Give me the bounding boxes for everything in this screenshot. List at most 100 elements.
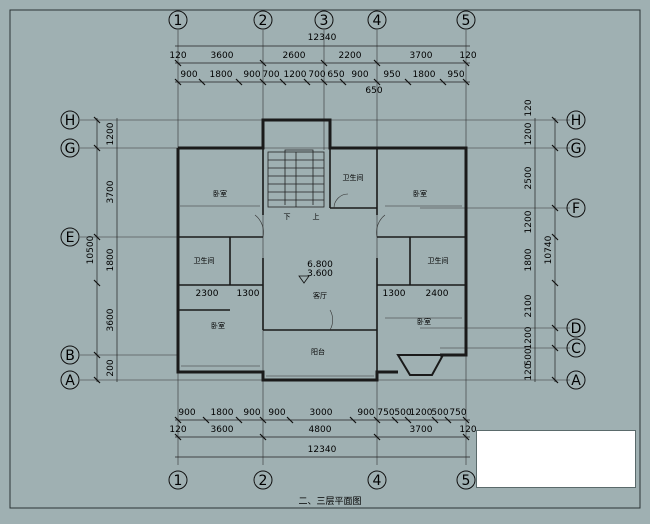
dim-top-detail: 900 (351, 70, 368, 80)
axis-bubble-bottom-circle (168, 470, 188, 490)
dim-top-detail: 1800 (210, 70, 233, 80)
axis-bubble-right: H (571, 113, 582, 129)
axis-bubble-left-circle (60, 110, 80, 130)
drawing-caption: 二、三层平面图 (298, 496, 361, 507)
dim-top-axis: 2600 (283, 51, 306, 61)
axis-bubble-left: B (65, 348, 75, 364)
dim-top-detail: 900 (180, 70, 197, 80)
dim-left-axis: 1800 (106, 248, 116, 271)
door-swing-living (329, 309, 333, 331)
staircase (267, 149, 325, 208)
axis-bubble-right-circle (566, 198, 586, 218)
axis-bubble-bottom: 1 (174, 473, 183, 489)
axis-bubble-bottom: 4 (373, 473, 382, 489)
dim-right-axis: 1200 (524, 122, 534, 145)
room-label: 卫生间 (428, 256, 449, 265)
dim-bottom-detail: 900 (268, 408, 285, 418)
dim-top-small: 650 (365, 86, 382, 96)
door-swing-bath (333, 193, 349, 209)
dim-bottom-axis: 3600 (211, 425, 234, 435)
dim-top-detail: 950 (383, 70, 400, 80)
dim-right-axis: 120 (524, 363, 534, 380)
dim-top-detail: 700 (308, 70, 325, 80)
room-label: 卫生间 (194, 256, 215, 265)
dim-inner: 1300 (237, 289, 260, 299)
room-label: 卧室 (417, 317, 431, 326)
axis-bubble-left-circle (60, 227, 80, 247)
stair-label-down: 下 (284, 213, 291, 221)
dim-right-axis: 2500 (524, 166, 534, 189)
dim-bottom-axis: 120 (169, 425, 186, 435)
axis-bubble-right: G (571, 141, 582, 157)
axis-bubble-bottom: 2 (259, 473, 268, 489)
axis-bubble-bottom-circle (367, 470, 387, 490)
dimension-ticks (93, 59, 559, 441)
dim-bottom-detail: 900 (357, 408, 374, 418)
axis-bubble-right: A (571, 373, 581, 389)
axis-bubble-bottom: 5 (462, 473, 471, 489)
axis-bubble-top-circle (367, 10, 387, 30)
room-label: 卧室 (211, 321, 225, 330)
elevation-text: 3.600 (307, 269, 333, 279)
axis-bubble-right-circle (566, 318, 586, 338)
interior-walls (178, 148, 466, 372)
axis-grid (80, 30, 570, 465)
dim-bottom-detail: 1200 (410, 408, 433, 418)
room-label: 卫生间 (343, 173, 364, 182)
axis-bubble-top: 1 (174, 13, 183, 29)
axis-bubble-right-circle (566, 370, 586, 390)
room-label: 卧室 (413, 189, 427, 198)
dim-inner: 2300 (196, 289, 219, 299)
door-swing-west (254, 214, 264, 238)
dim-left-axis: 3700 (106, 180, 116, 203)
dim-top-axis: 120 (459, 51, 476, 61)
dim-top-axis: 120 (169, 51, 186, 61)
dim-bottom-axis: 3700 (410, 425, 433, 435)
axis-bubble-bottom-circle (253, 470, 273, 490)
exterior-walls (176, 118, 468, 382)
axis-bubble-right: F (572, 201, 580, 217)
dim-top-detail: 900 (243, 70, 260, 80)
dim-right-axis: 1200 (524, 210, 534, 233)
axis-bubble-right-circle (566, 338, 586, 358)
axis-bubble-top-circle (456, 10, 476, 30)
axis-bubble-right-circle (566, 138, 586, 158)
dim-right-axis: 2100 (524, 294, 534, 317)
elevation-marker (298, 275, 310, 284)
axis-bubble-top-circle (253, 10, 273, 30)
axis-bubble-left: A (65, 373, 75, 389)
dim-right-axis: 120 (524, 99, 534, 116)
stair-label-up: 上 (313, 212, 320, 221)
dim-right-axis: 1200 (524, 326, 534, 349)
axis-bubble-left: E (66, 230, 75, 246)
axis-bubble-top-circle (314, 10, 334, 30)
dim-right-axis: 1800 (524, 248, 534, 271)
axis-bubble-left: H (65, 113, 76, 129)
elevation-text: 6.800 (307, 260, 333, 270)
dim-left-axis: 1200 (106, 122, 116, 145)
axis-bubble-right-circle (566, 110, 586, 130)
door-swing-east (376, 214, 386, 238)
axis-bubble-left-circle (60, 345, 80, 365)
dim-top-detail: 1800 (413, 70, 436, 80)
dim-top-total: 12340 (308, 33, 337, 43)
axis-bubble-right: C (571, 341, 581, 357)
dim-bottom-detail: 750 (377, 408, 394, 418)
axis-bubble-left-circle (60, 370, 80, 390)
axis-bubble-bottom-circle (456, 470, 476, 490)
room-label: 卧室 (213, 189, 227, 198)
axis-bubble-top: 5 (462, 13, 471, 29)
dim-bottom-detail: 500 (431, 408, 448, 418)
dim-top-detail: 950 (447, 70, 464, 80)
dim-top-axis: 3600 (211, 51, 234, 61)
watermark (476, 430, 636, 488)
dim-left-axis: 200 (106, 359, 116, 376)
room-label: 客厅 (313, 291, 327, 300)
dim-top-detail: 650 (327, 70, 344, 80)
dim-bottom-detail: 900 (178, 408, 195, 418)
dim-bottom-detail: 750 (449, 408, 466, 418)
dim-left-axis: 3600 (106, 308, 116, 331)
room-label: 阳台 (311, 347, 325, 356)
dim-bottom-detail: 900 (243, 408, 260, 418)
dim-right-total: 10740 (544, 235, 554, 264)
